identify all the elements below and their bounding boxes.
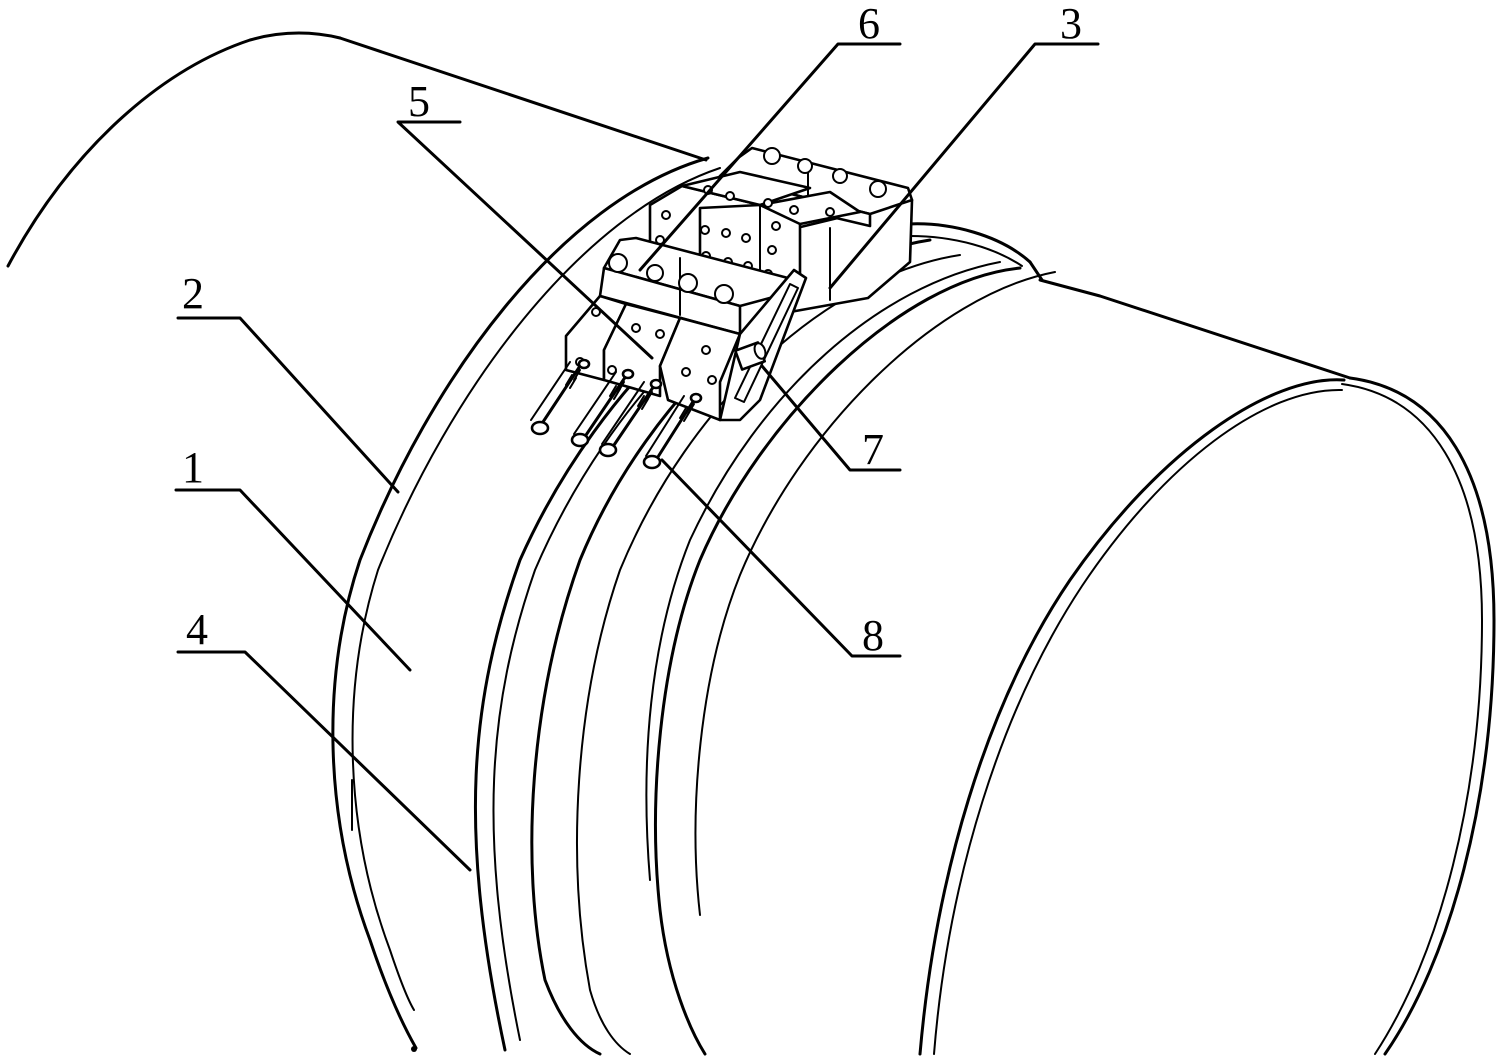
- leader-4: [176, 650, 472, 872]
- label-8: 8: [862, 611, 884, 660]
- bolt: [598, 378, 663, 458]
- label-3: 3: [1060, 0, 1082, 48]
- leader-7: [760, 364, 902, 472]
- leader-3: [828, 42, 1100, 290]
- label-7: 7: [862, 425, 884, 474]
- bolt: [642, 392, 703, 470]
- bolts: [530, 358, 703, 470]
- leader-8: [660, 458, 902, 658]
- clamp-ring-left: [331, 156, 721, 1052]
- label-6: 6: [858, 0, 880, 48]
- label-4: 4: [186, 605, 208, 654]
- leader-2: [176, 316, 400, 494]
- clamp-body: [564, 146, 914, 422]
- leader-1: [174, 488, 412, 672]
- label-1: 1: [182, 443, 204, 492]
- bolt: [530, 358, 591, 436]
- leader-lines: [174, 42, 1100, 872]
- part-labels: 6 3 5 2 1 4 7 8: [182, 0, 1082, 660]
- bolt: [570, 368, 635, 448]
- leader-5: [396, 120, 654, 360]
- label-2: 2: [182, 269, 204, 318]
- leader-6: [638, 42, 902, 272]
- label-5: 5: [408, 77, 430, 126]
- pipe-body: [6, 31, 1496, 1056]
